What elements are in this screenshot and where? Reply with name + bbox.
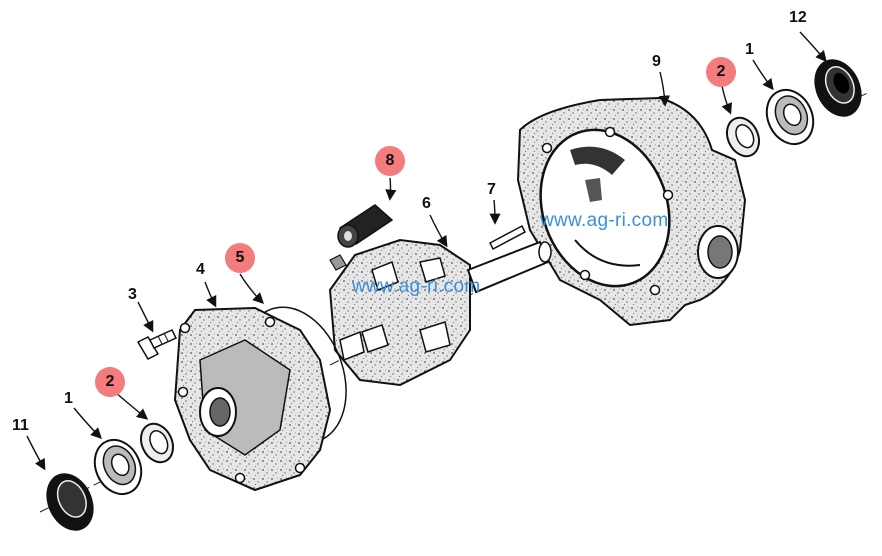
part-8-roller	[337, 204, 394, 248]
watermark-upper: www.ag-ri.com	[540, 210, 669, 231]
callout-7: 7	[487, 181, 496, 198]
callout-2-left: 2	[95, 367, 125, 397]
set-screw	[329, 254, 347, 271]
watermark-lower: www.ag-ri.com	[352, 276, 481, 297]
callout-5: 5	[225, 243, 255, 273]
callout-2-right: 2	[706, 57, 736, 87]
part-9-pump-body	[516, 96, 747, 327]
callout-6: 6	[422, 195, 431, 212]
part-7-key	[489, 224, 526, 251]
callout-3: 3	[128, 286, 137, 303]
part-2-seal-right	[725, 116, 761, 158]
part-12-end-cap	[814, 59, 862, 117]
callout-11: 11	[12, 417, 29, 434]
part-11-end-cap	[46, 473, 94, 531]
part-6-rotor	[328, 238, 552, 387]
callout-12: 12	[789, 9, 807, 26]
part-1-bearing-left	[93, 438, 143, 496]
part-4-head	[173, 306, 332, 492]
callout-1-left: 1	[64, 390, 73, 407]
callout-1-right: 1	[745, 41, 754, 58]
part-3-bolt	[136, 329, 178, 360]
callout-4: 4	[196, 261, 205, 278]
part-1-bearing-right	[765, 88, 815, 146]
callout-8: 8	[375, 146, 405, 176]
part-2-seal-left	[139, 422, 175, 464]
callout-9: 9	[652, 53, 661, 70]
